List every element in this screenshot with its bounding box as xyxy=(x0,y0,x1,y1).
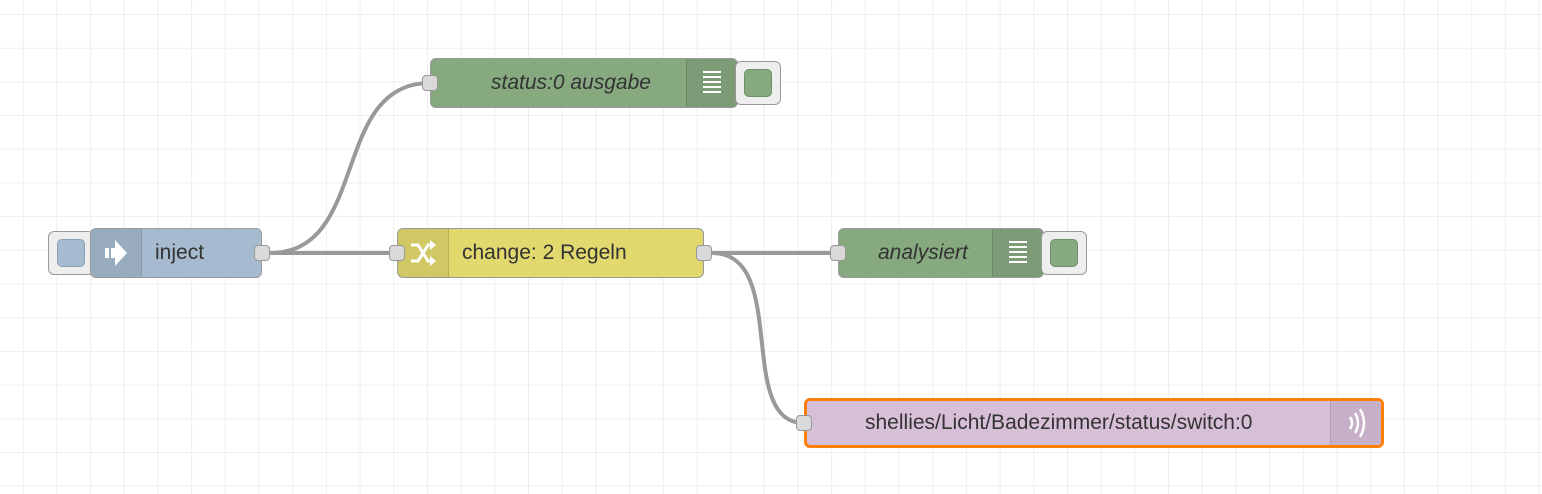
debug-analysiert-toggle-button[interactable] xyxy=(1041,231,1087,275)
change-input-port[interactable] xyxy=(389,245,405,261)
debug-analysiert-node[interactable]: analysiert xyxy=(830,228,1044,278)
inject-node[interactable]: inject xyxy=(90,228,270,278)
mqtt-out-node[interactable]: shellies/Licht/Badezimmer/status/switch:… xyxy=(796,398,1384,448)
debug-analysiert-node-label: analysiert xyxy=(878,241,968,264)
change-output-port[interactable] xyxy=(696,245,712,261)
debug-status-node[interactable]: status:0 ausgabe xyxy=(422,58,738,108)
inject-trigger-button[interactable] xyxy=(48,231,94,275)
mqtt-out-input-port[interactable] xyxy=(796,415,812,431)
shuffle-icon xyxy=(398,229,449,277)
inject-arrow-icon xyxy=(91,229,142,277)
debug-analysiert-input-port[interactable] xyxy=(830,245,846,261)
change-node-label: change: 2 Regeln xyxy=(462,241,627,264)
inject-node-label: inject xyxy=(155,241,205,264)
mqtt-out-node-label: shellies/Licht/Badezimmer/status/switch:… xyxy=(865,411,1253,434)
change-node[interactable]: change: 2 Regeln xyxy=(389,228,712,278)
debug-status-input-port[interactable] xyxy=(422,75,438,91)
debug-status-node-label: status:0 ausgabe xyxy=(491,71,651,94)
wire-change-to-mqtt-out[interactable] xyxy=(711,251,805,425)
debug-status-toggle-button[interactable] xyxy=(735,61,781,105)
debug-list-icon xyxy=(686,59,737,107)
wire-inject-to-debug-status[interactable] xyxy=(269,81,431,255)
inject-output-port[interactable] xyxy=(254,245,270,261)
debug-list-icon xyxy=(992,229,1043,277)
broadcast-icon xyxy=(1330,401,1381,445)
